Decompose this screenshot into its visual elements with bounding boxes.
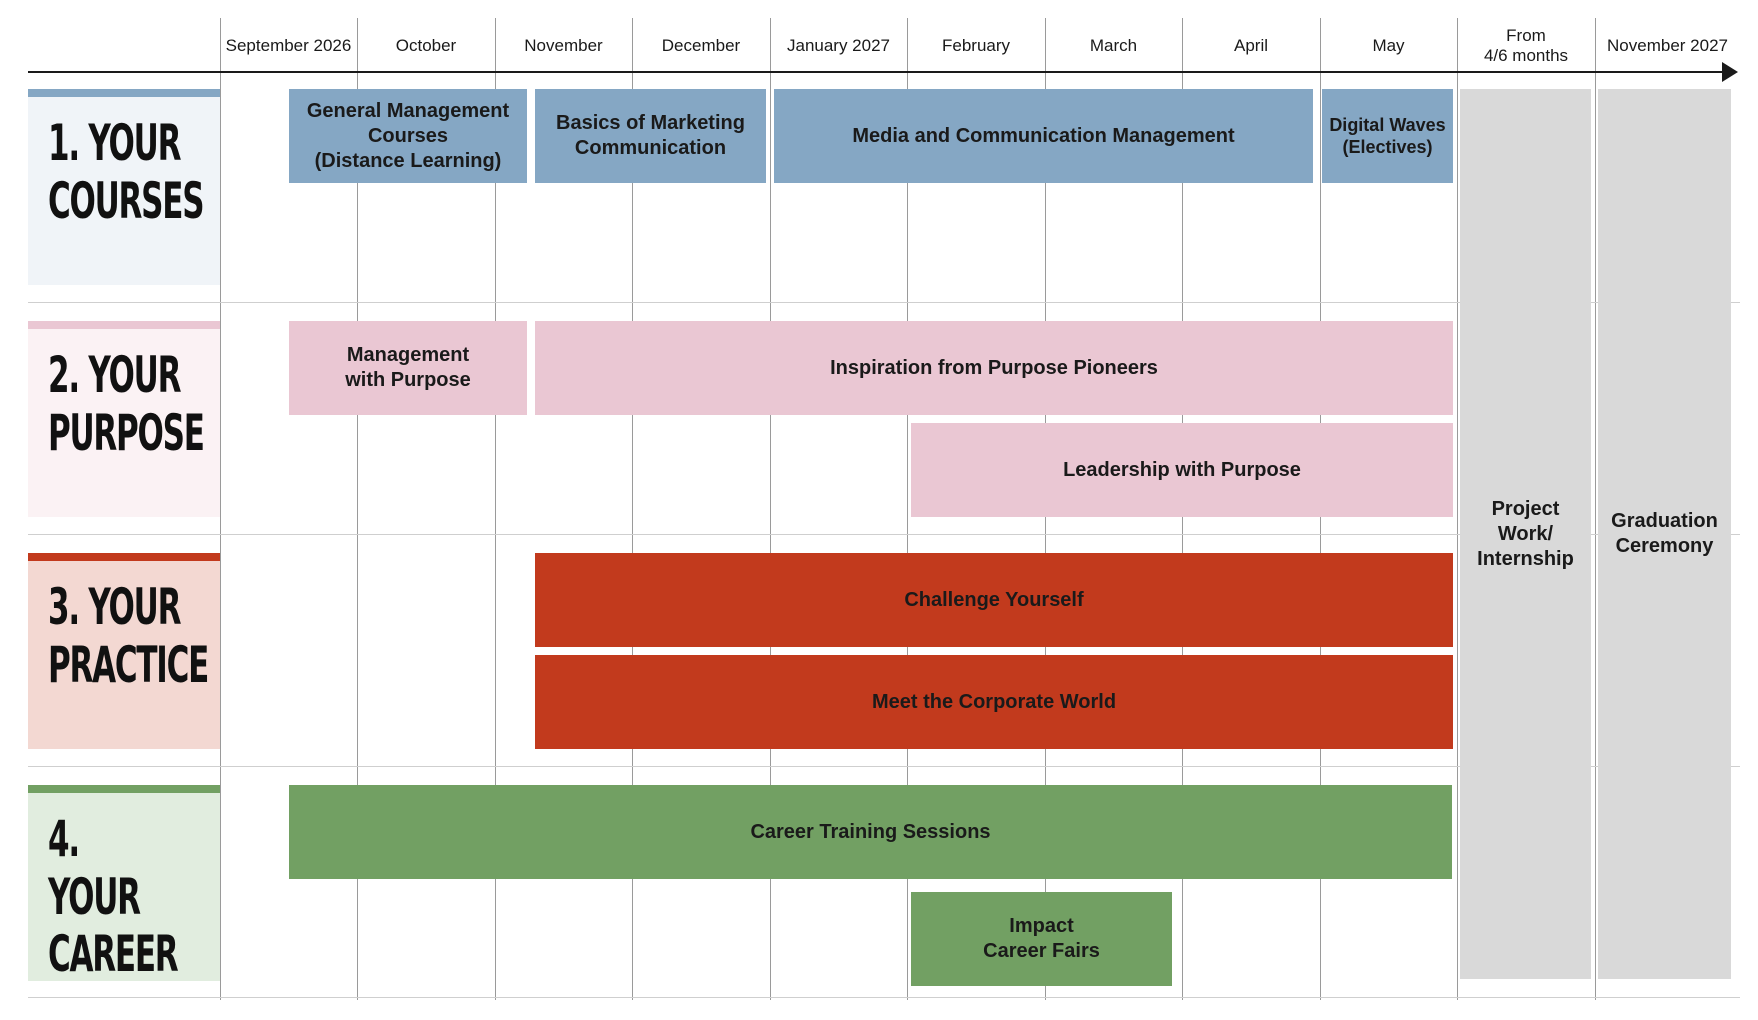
grid-line: [770, 18, 771, 1000]
month-label-october: October: [395, 35, 457, 55]
impact-career-fairs-bar: Impact Career Fairs: [911, 892, 1172, 986]
management-with-purpose-bar: Management with Purpose: [289, 321, 527, 415]
section-divider: [28, 766, 1740, 767]
section-accent-bar: [28, 553, 220, 561]
meet-the-corporate-world-bar: Meet the Corporate World: [535, 655, 1453, 749]
month-label-december: December: [661, 35, 741, 55]
month-label-november: November: [524, 35, 603, 55]
section-divider: [28, 302, 1740, 303]
month-label-jan-2027: January 2027: [786, 35, 891, 55]
month-label-nov-2027: November 2027: [1607, 35, 1728, 55]
grid-line: [1595, 18, 1596, 1000]
month-label-february: February: [941, 35, 1011, 55]
section-courses: 1. YOUR COURSES: [28, 89, 220, 285]
section-title-career: 4. YOUR CAREER: [48, 810, 179, 983]
section-career: 4. YOUR CAREER: [28, 785, 220, 983]
grid-line: [220, 18, 221, 1000]
section-accent-bar: [28, 785, 220, 793]
basics-of-marketing-communication-bar: Basics of Marketing Communication: [535, 89, 766, 183]
grid-line: [632, 18, 633, 1000]
section-title-courses: 1. YOUR COURSES: [48, 114, 205, 230]
general-management-courses-bar: General Management Courses (Distance Lea…: [289, 89, 527, 183]
section-accent-bar: [28, 321, 220, 329]
project-work-internship-column: Project Work/ Internship: [1460, 89, 1591, 979]
month-label-march: March: [1089, 35, 1138, 55]
media-communication-management-bar: Media and Communication Management: [774, 89, 1313, 183]
timeline-axis: [28, 71, 1728, 73]
section-title-practice: 3. YOUR PRACTICE: [48, 578, 209, 694]
grid-line: [495, 18, 496, 1000]
section-title-purpose: 2. YOUR PURPOSE: [48, 346, 205, 462]
grid-line: [357, 18, 358, 1000]
month-label-april: April: [1233, 35, 1268, 55]
leadership-with-purpose-bar: Leadership with Purpose: [911, 423, 1453, 517]
digital-waves-electives-bar: Digital Waves (Electives): [1322, 89, 1453, 183]
month-label-from-4-6-months: From 4/6 months: [1483, 25, 1569, 65]
grid-line: [1457, 18, 1458, 1000]
challenge-yourself-bar: Challenge Yourself: [535, 553, 1453, 647]
career-training-sessions-bar: Career Training Sessions: [289, 785, 1452, 879]
inspiration-purpose-pioneers-bar: Inspiration from Purpose Pioneers: [535, 321, 1453, 415]
section-practice: 3. YOUR PRACTICE: [28, 553, 220, 749]
section-divider: [28, 997, 1740, 998]
section-purpose: 2. YOUR PURPOSE: [28, 321, 220, 517]
timeline-arrow-icon: [1722, 62, 1738, 82]
grid-line: [907, 18, 908, 1000]
graduation-ceremony-column: Graduation Ceremony: [1598, 89, 1731, 979]
section-divider: [28, 534, 1740, 535]
month-label-sep-2026: September 2026: [225, 35, 352, 55]
month-label-may: May: [1372, 35, 1405, 55]
section-accent-bar: [28, 89, 220, 97]
